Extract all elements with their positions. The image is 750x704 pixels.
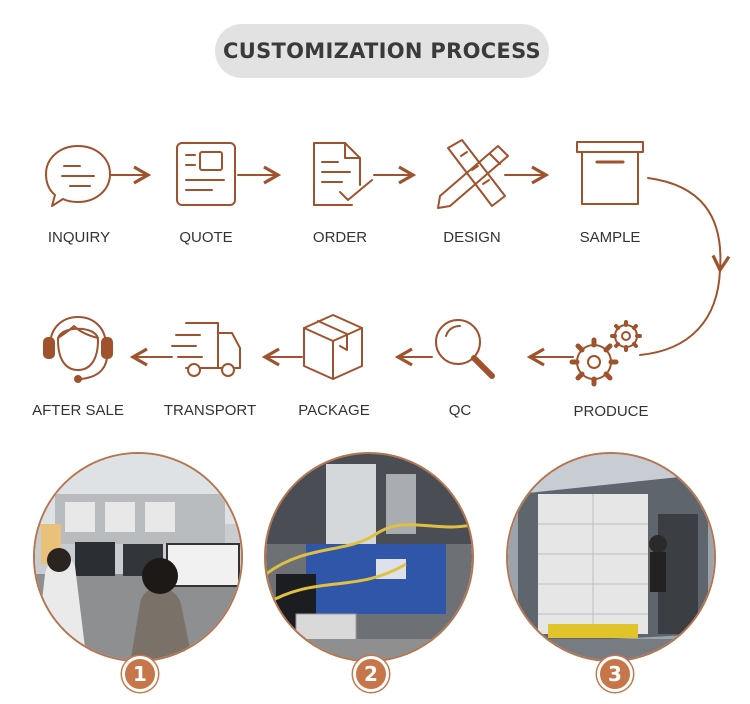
step-label-quote: QUOTE (179, 229, 233, 246)
title-pill: CUSTOMIZATION PROCESS (215, 24, 549, 78)
step-label-transport: TRANSPORT (163, 402, 257, 419)
package-box-icon (303, 314, 363, 380)
magnifier-icon (435, 319, 495, 379)
step-label-qc: QC (448, 402, 472, 419)
id-card-icon (176, 142, 236, 206)
step-label-after-sale: AFTER SALE (32, 402, 124, 419)
chat-bubble-icon (45, 145, 111, 207)
page-title: CUSTOMIZATION PROCESS (223, 39, 541, 63)
step-label-design: DESIGN (443, 229, 501, 246)
loading-truck-photo (506, 452, 716, 662)
factory-photo (264, 452, 474, 662)
badge-1: 1 (122, 656, 158, 692)
step-label-sample: SAMPLE (579, 229, 641, 246)
arrow-up-produce (639, 269, 721, 356)
badge-3: 3 (597, 656, 633, 692)
document-check-icon (313, 142, 373, 206)
step-label-order: ORDER (312, 229, 368, 246)
badge-2: 2 (353, 656, 389, 692)
pencil-ruler-icon (437, 139, 509, 209)
process-diagram (43, 139, 731, 387)
archive-box-icon (576, 141, 644, 205)
arrow-sample-down (647, 177, 731, 274)
gears-icon (569, 320, 642, 387)
headset-agent-icon (43, 316, 113, 383)
delivery-truck-icon (171, 322, 241, 377)
step-label-produce: PRODUCE (573, 403, 649, 420)
step-label-inquiry: INQUIRY (47, 229, 111, 246)
office-photo (33, 452, 243, 662)
step-label-package: PACKAGE (298, 402, 370, 419)
